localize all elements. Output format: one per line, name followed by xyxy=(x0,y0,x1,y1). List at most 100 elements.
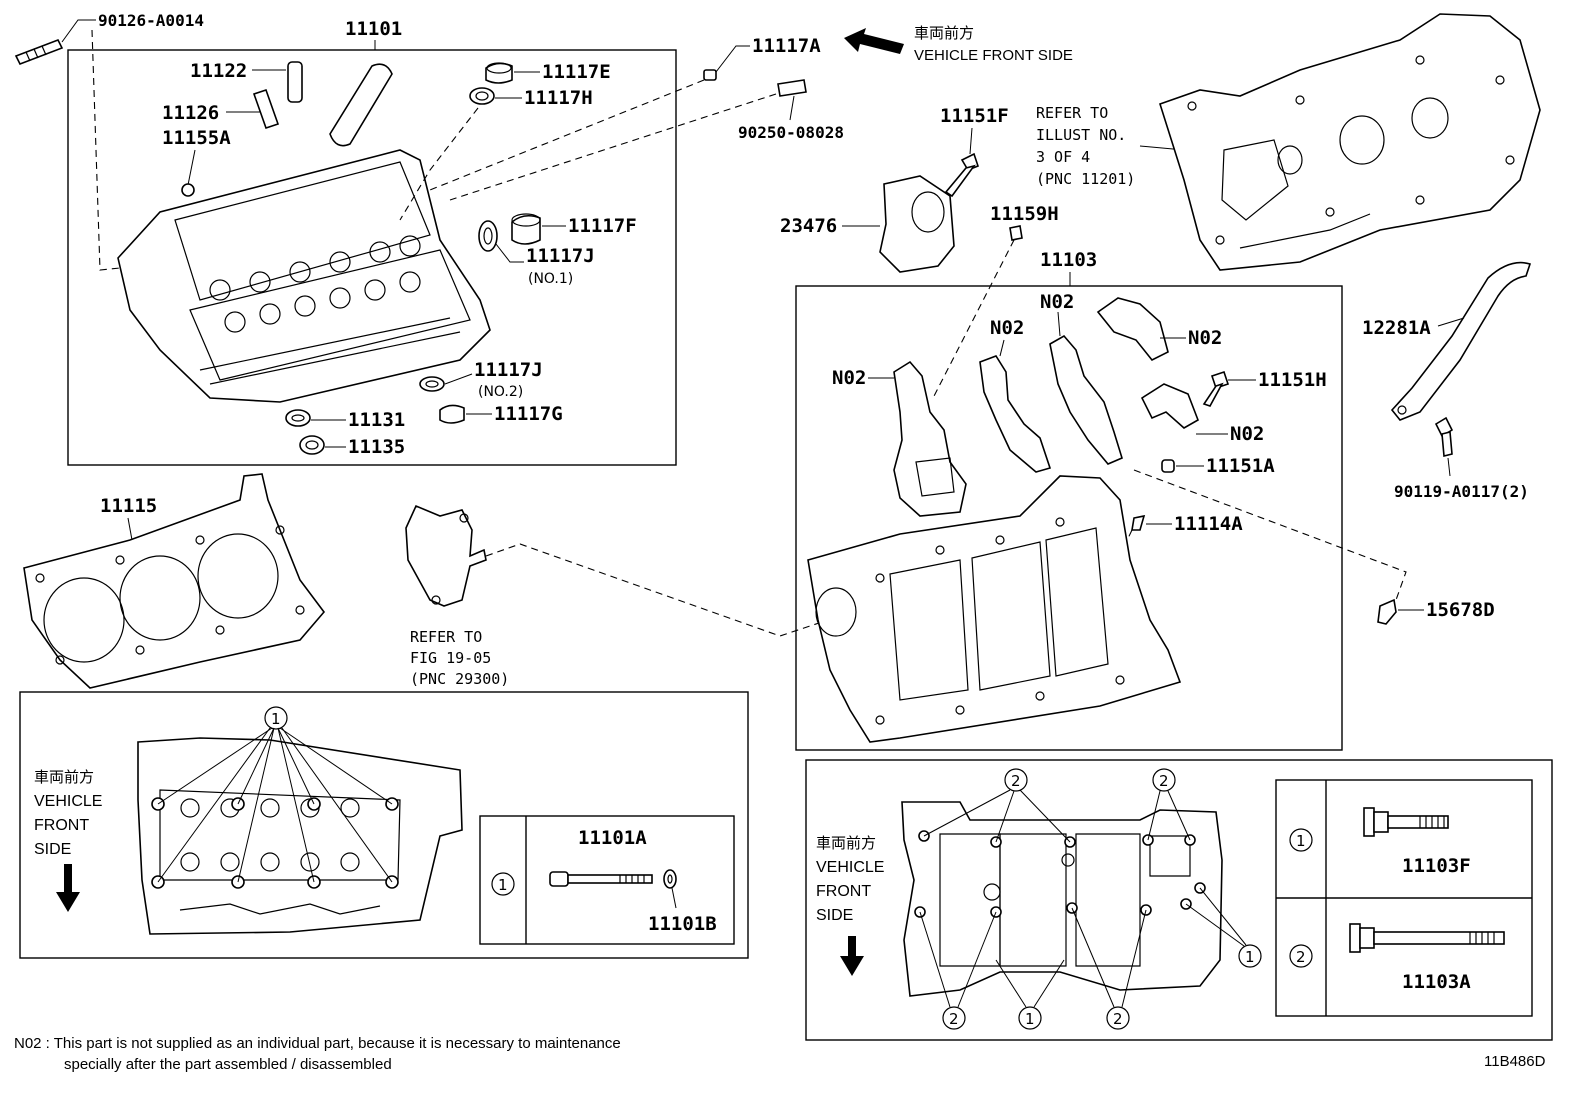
side-l2-right: FRONT xyxy=(816,883,871,900)
bearing-cap-n02-1 xyxy=(893,360,967,517)
down-arrow-icon-left xyxy=(56,864,80,912)
callout-2-block-d xyxy=(1106,1006,1130,1030)
footnote-line1: N02 : This part is not supplied as an in… xyxy=(14,1035,621,1052)
callout-1-block-r-leaders xyxy=(1185,887,1247,947)
callout-2-block-c xyxy=(942,1006,966,1030)
pin-15678D xyxy=(1377,598,1397,625)
washer-11101B xyxy=(663,869,677,889)
label-11117J-no2-sub: (NO.2) xyxy=(478,384,523,400)
block-bolt-11103F xyxy=(1363,807,1449,837)
head-bolt-11101A xyxy=(549,871,653,887)
callout-1-head xyxy=(264,706,288,730)
label-11103F: 11103F xyxy=(1402,855,1471,877)
bolt-11151F xyxy=(944,152,979,198)
plug-11117F xyxy=(511,213,541,245)
callout-2-block-a-leaders xyxy=(923,789,1071,843)
footnote-line2: specially after the part assembled / dis… xyxy=(64,1056,392,1073)
table-callout-1-block xyxy=(1289,828,1313,852)
label-11151H: 11151H xyxy=(1258,369,1327,391)
label-11117J-no1-sub: (NO.1) xyxy=(528,271,573,287)
refer-illust-l3: 3 OF 4 xyxy=(1036,148,1090,166)
label-23476: 23476 xyxy=(780,215,837,237)
pin-11114A xyxy=(1131,514,1146,531)
side-l1-left: VEHICLE xyxy=(34,793,102,810)
callout-2-block-c-num: 2 xyxy=(949,1010,959,1028)
bolt-11151H xyxy=(1202,370,1230,407)
side-l3-right: SIDE xyxy=(816,907,853,924)
label-90250-08028: 90250-08028 xyxy=(738,123,844,142)
label-11151A: 11151A xyxy=(1206,455,1275,477)
water-outlet-23476 xyxy=(879,175,955,273)
label-11126: 11126 xyxy=(162,102,219,124)
label-11117J-no2: 11117J xyxy=(474,359,543,381)
label-11103A: 11103A xyxy=(1402,971,1471,993)
side-jp-left: 車両前方 xyxy=(34,768,94,786)
callout-2-block-d-num: 2 xyxy=(1113,1010,1123,1028)
bearing-cap-n02-4 xyxy=(1096,297,1169,362)
label-11115: 11115 xyxy=(100,495,157,517)
label-11117G: 11117G xyxy=(494,403,563,425)
table-callout-1-block-num: 1 xyxy=(1296,832,1306,850)
cylinder-block-11103 xyxy=(807,475,1182,743)
bolt-90119-A0117 xyxy=(1434,416,1454,458)
label-15678D: 15678D xyxy=(1426,599,1495,621)
callout-1-block-c xyxy=(1018,1006,1042,1030)
side-l2-left: FRONT xyxy=(34,817,89,834)
callout-1-head-num: 1 xyxy=(271,710,281,728)
refer-illust-l4: (PNC 11201) xyxy=(1036,170,1135,188)
block-bolt-11103A xyxy=(1349,923,1505,953)
head-bolt-pattern-frame xyxy=(19,691,749,959)
header-front-jp: 車両前方 xyxy=(914,24,974,42)
callout-1-block-r xyxy=(1238,944,1262,968)
label-n02-2: N02 xyxy=(990,317,1024,339)
label-90119-A0117: 90119-A0117(2) xyxy=(1394,482,1529,501)
refer-fig-19-05-l1: REFER TO xyxy=(410,628,482,646)
label-n02-5: N02 xyxy=(1230,423,1264,445)
callout-1-leaders-head xyxy=(157,727,393,883)
pin-90250-08028 xyxy=(777,79,807,97)
label-11103: 11103 xyxy=(1040,249,1097,271)
callout-1-block-c-leaders xyxy=(995,959,1065,1008)
label-11114A: 11114A xyxy=(1174,513,1243,535)
valve-guide-11122 xyxy=(287,61,303,103)
label-11117E: 11117E xyxy=(542,61,611,83)
plug-11159H xyxy=(1009,225,1023,241)
head-top-view xyxy=(137,737,463,935)
vehicle-front-arrow-icon xyxy=(844,28,904,54)
side-l3-left: SIDE xyxy=(34,841,71,858)
table-callout-1-head xyxy=(491,872,515,896)
block-bottom-view xyxy=(901,801,1223,997)
table-callout-1-head-num: 1 xyxy=(498,876,508,894)
label-11117A: 11117A xyxy=(752,35,821,57)
label-11151F: 11151F xyxy=(940,105,1009,127)
callout-1-block-r-num: 1 xyxy=(1245,948,1255,966)
side-jp-right: 車両前方 xyxy=(816,834,876,852)
callout-2-block-a-num: 2 xyxy=(1011,772,1021,790)
cylinder-head-11101 xyxy=(117,149,491,403)
bearing-cap-n02-3 xyxy=(1049,334,1123,465)
callout-2-block-b xyxy=(1152,768,1176,792)
label-11117F: 11117F xyxy=(568,215,637,237)
callout-2-block-b-leaders xyxy=(1147,790,1191,841)
bearing-cap-n02-2 xyxy=(979,355,1052,473)
label-n02-1: N02 xyxy=(832,367,866,389)
seal-11135 xyxy=(299,435,325,455)
callout-2-block-c-leaders xyxy=(919,911,997,1008)
plug-11117E xyxy=(485,62,513,84)
valve-guide-11126 xyxy=(252,88,280,130)
head-bolt-table xyxy=(479,815,735,945)
label-90126-A0014: 90126-A0014 xyxy=(98,11,204,30)
label-11101B: 11101B xyxy=(648,913,717,935)
label-11159H: 11159H xyxy=(990,203,1059,225)
label-11131: 11131 xyxy=(348,409,405,431)
label-11101A: 11101A xyxy=(578,827,647,849)
label-n02-3: N02 xyxy=(1040,291,1074,313)
figure-id: 11B486D xyxy=(1484,1053,1546,1070)
stud-bolt-90126 xyxy=(14,38,64,66)
label-11122: 11122 xyxy=(190,60,247,82)
block-bolt-pattern-frame xyxy=(805,759,1553,1041)
pin-11151A xyxy=(1161,459,1175,473)
label-n02-4: N02 xyxy=(1188,327,1222,349)
gasket-11117J-no1 xyxy=(478,220,498,252)
table-callout-2-block-num: 2 xyxy=(1296,948,1306,966)
